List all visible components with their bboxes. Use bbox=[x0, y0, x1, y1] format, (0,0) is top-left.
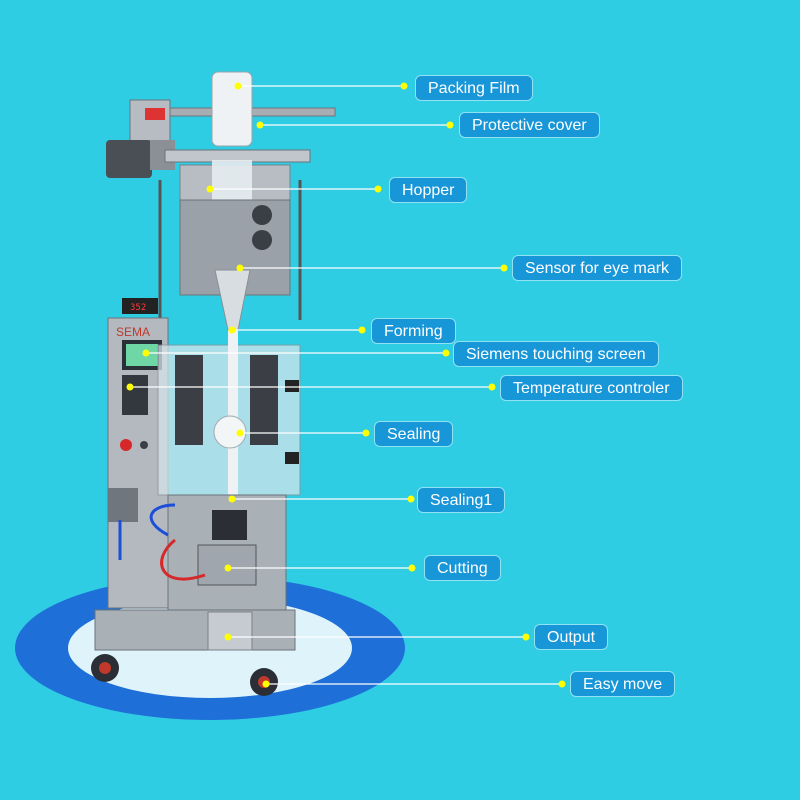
label-forming: Forming bbox=[371, 318, 456, 344]
top-assembly: 352 bbox=[106, 71, 336, 331]
machine-body: SEMA bbox=[107, 317, 301, 611]
machine-base bbox=[91, 609, 296, 696]
leader-dots bbox=[126, 82, 566, 688]
label-sensor-eye-mark: Sensor for eye mark bbox=[512, 255, 683, 281]
label-sealing: Sealing bbox=[374, 421, 454, 447]
label-siemens-screen: Siemens touching screen bbox=[453, 341, 659, 367]
label-sealing1: Sealing1 bbox=[417, 487, 506, 513]
brand-logo: SEMA bbox=[116, 325, 150, 339]
label-hopper: Hopper bbox=[389, 177, 468, 203]
label-packing-film: Packing Film bbox=[415, 75, 533, 101]
label-cutting: Cutting bbox=[424, 555, 501, 581]
panel-display: 352 bbox=[130, 303, 146, 313]
leader-lines bbox=[130, 85, 562, 685]
label-easy-move: Easy move bbox=[570, 671, 676, 697]
label-output: Output bbox=[534, 624, 609, 650]
label-temperature-controler: Temperature controler bbox=[500, 375, 683, 401]
label-protective-cover: Protective cover bbox=[459, 112, 600, 138]
